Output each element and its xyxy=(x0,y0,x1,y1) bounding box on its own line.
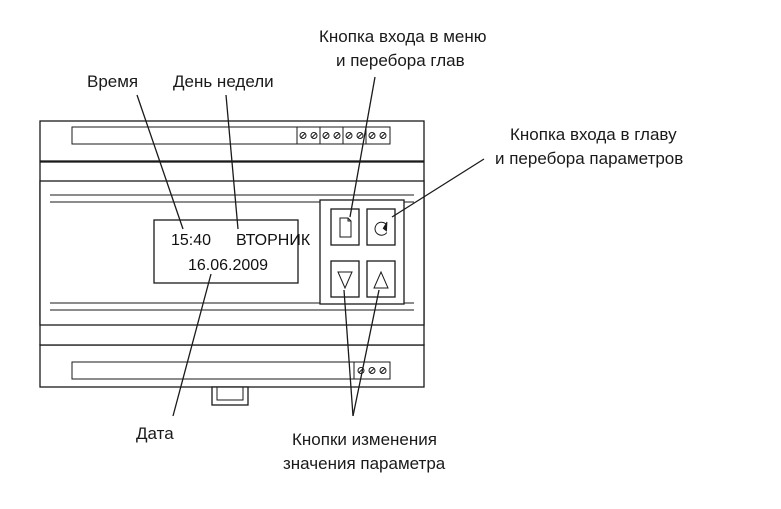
display-date: 16.06.2009 xyxy=(188,257,268,274)
terminal-screw xyxy=(322,132,330,139)
label-menu-button-line1: Кнопка входа в меню xyxy=(319,27,487,46)
menu-button[interactable] xyxy=(330,208,360,246)
display-weekday: ВТОРНИК xyxy=(236,232,311,249)
leader-chapter-button xyxy=(391,158,485,218)
leader-increase xyxy=(352,289,380,417)
display-time: 15:40 xyxy=(171,232,211,249)
terminal-screw xyxy=(356,132,364,139)
top-rail xyxy=(39,120,425,162)
label-chapter-button-line2: и перебора параметров xyxy=(495,149,683,168)
terminal-screw xyxy=(333,132,341,139)
leader-time xyxy=(136,94,184,230)
label-change-buttons-line2: значения параметра xyxy=(283,454,446,473)
din-clip xyxy=(211,386,249,406)
top-terminals xyxy=(296,127,387,144)
terminal-screw xyxy=(368,132,376,139)
lcd-frame xyxy=(153,219,299,284)
page-icon xyxy=(339,217,352,238)
triangle-down-icon xyxy=(337,271,353,290)
triangle-up-icon xyxy=(373,270,389,289)
rotate-arrow-icon xyxy=(374,221,388,236)
terminal-screw xyxy=(379,367,387,374)
decrease-button[interactable] xyxy=(330,260,360,298)
enter-chapter-button[interactable] xyxy=(366,208,396,246)
bottom-terminals xyxy=(353,362,387,379)
leader-weekday xyxy=(225,94,239,230)
bottom-terminal-strip xyxy=(71,361,391,380)
lcd-display: 15:40 ВТОРНИК 16.06.2009 xyxy=(153,219,311,284)
terminal-screw xyxy=(310,132,318,139)
terminal-screw xyxy=(368,367,376,374)
terminal-screw xyxy=(299,132,307,139)
leader-decrease xyxy=(343,289,354,417)
label-change-buttons-line1: Кнопки изменения xyxy=(292,430,437,449)
terminal-screw xyxy=(379,132,387,139)
label-chapter-button-line1: Кнопка входа в главу xyxy=(510,125,677,144)
label-time: Время xyxy=(87,72,138,91)
label-date: Дата xyxy=(136,424,174,443)
increase-button[interactable] xyxy=(366,260,396,298)
label-menu-button-line2: и перебора глав xyxy=(336,51,465,70)
label-weekday: День недели xyxy=(173,72,274,91)
terminal-screw xyxy=(345,132,353,139)
leader-menu-button xyxy=(349,76,376,218)
leader-date xyxy=(172,273,212,417)
leader-lines xyxy=(136,76,485,417)
